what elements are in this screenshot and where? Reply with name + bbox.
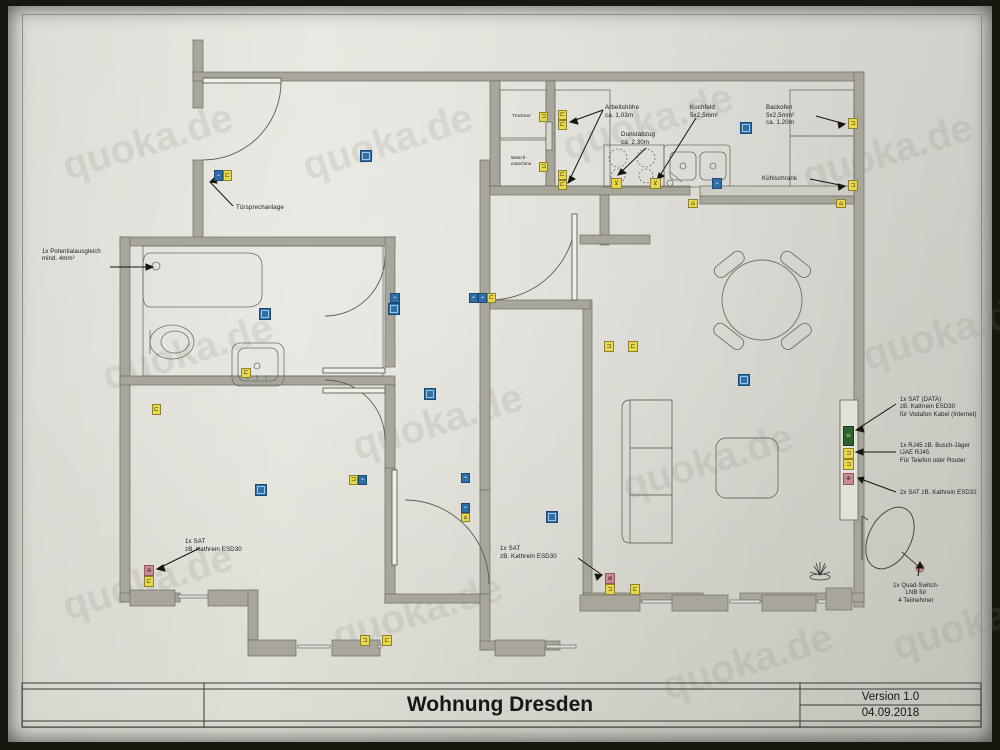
annotation-potentialausgleich: 1x Potentialausgleich mind. 4mm² xyxy=(42,249,101,263)
outlet-marker-icon: ⊏ xyxy=(382,635,392,646)
ceiling-light-icon xyxy=(259,308,271,320)
version-label: Version 1.0 xyxy=(861,691,920,703)
annotation-sat-middle: 1x SAT zB. Kathrein ESD30 xyxy=(500,545,557,560)
wall-group xyxy=(119,39,865,651)
date-label: 04.09.2018 xyxy=(861,707,920,719)
annotation-waschmaschine: Wasch- maschine xyxy=(511,155,532,166)
ceiling-light-icon xyxy=(738,374,750,386)
outlet-marker-icon: ⊐ xyxy=(605,584,615,595)
outlet-marker-icon: ⊻ xyxy=(650,178,661,189)
outlet-marker-icon: ⌁ xyxy=(712,178,722,189)
outlet-marker-icon: ⌁ xyxy=(358,475,367,485)
outlet-marker-icon: ⊐ xyxy=(843,459,854,470)
annotation-backofen: Backofen 5x2,5mm² ca. 1,20m xyxy=(766,104,795,127)
outlet-marker-icon: ⌁ xyxy=(461,503,470,513)
annotation-sat-data: 1x SAT (DATA) zB. Kathrein ESD30 für Vod… xyxy=(900,397,977,418)
annotation-rj45: 1x RJ45 zB. Busch-Jäger IJAE RJ45 Für Te… xyxy=(900,443,970,464)
annotation-arbeitshoehe: Arbeitshöhe ca. 1,03m xyxy=(605,104,640,119)
ceiling-light-icon xyxy=(424,388,436,400)
outlet-marker-icon: ⌁ xyxy=(478,293,487,303)
annotation-sat-left: 1x SAT zB. Kathrein ESD30 xyxy=(185,538,242,553)
page-title: Wohnung Dresden xyxy=(406,693,594,716)
outlet-marker-icon: ⊏ xyxy=(558,180,567,190)
outlet-marker-icon: ⊐ xyxy=(848,118,858,129)
outlet-marker-icon: ⊏ xyxy=(558,110,567,120)
outlet-marker-icon: ⊐ xyxy=(843,448,854,459)
outlet-marker-icon: ⊐ xyxy=(539,112,548,122)
outlet-marker-icon: ⊏ xyxy=(628,341,638,352)
annotation-tuersprechanlage: Türsprechanlage xyxy=(236,204,284,211)
outlet-marker-icon: ⊕ xyxy=(843,473,854,485)
outlet-marker-icon: ⊕ xyxy=(144,565,154,576)
outlet-marker-icon: ⊻ xyxy=(611,178,622,189)
leader-lines xyxy=(110,109,924,581)
outlet-marker-icon: ⊏ xyxy=(241,368,251,378)
ceiling-light-icon xyxy=(255,484,267,496)
door-bath xyxy=(322,255,386,441)
frame-top xyxy=(22,14,982,15)
outlet-marker-icon: ⊏ xyxy=(630,584,640,595)
plant-decoration xyxy=(809,562,831,581)
dining-set xyxy=(713,250,812,351)
outlet-marker-icon: ⊏ xyxy=(558,170,567,180)
outlet-marker-icon: ⌁ xyxy=(461,473,470,483)
ceiling-light-icon xyxy=(546,511,558,523)
frame-right xyxy=(981,14,982,728)
outlet-marker-icon: ⌁ xyxy=(214,170,223,181)
annotation-kochfeld: Kochfeld 5x2,5mm² xyxy=(690,104,719,119)
outlet-marker-icon: ⊐ xyxy=(604,341,614,352)
door-corridor xyxy=(391,469,490,585)
outlet-marker-icon: ⌁ xyxy=(469,293,478,303)
annotation-quad-switch: 1x Quad-Switch- LNB für 4 Teilnehmer xyxy=(893,583,939,604)
window-group xyxy=(129,587,853,657)
outlet-marker-icon: ⌁ xyxy=(390,293,400,303)
door-kitchen xyxy=(489,213,578,301)
title-block-lines xyxy=(21,682,982,728)
outlet-marker-icon: ⊐ xyxy=(349,475,358,485)
living-furniture xyxy=(621,399,859,544)
outlet-marker-icon: ⊏ xyxy=(487,293,496,303)
outlet-marker-icon: ⌂ xyxy=(461,513,470,522)
outlet-marker-icon: ⊐ xyxy=(539,162,548,172)
outlet-marker-icon: ⊏ xyxy=(558,120,567,130)
ceiling-light-icon xyxy=(388,303,400,315)
door-entry xyxy=(202,77,282,161)
outlet-marker-icon: ⌂ xyxy=(836,199,846,208)
annotation-sat-2x: 2x SAT zB. Kathrein ESD32 xyxy=(900,490,977,496)
outlet-marker-icon: ⊐ xyxy=(848,180,858,191)
outlet-marker-icon: ⊕ xyxy=(605,573,615,584)
outlet-marker-icon: ⌂ xyxy=(688,199,698,208)
annotation-kuehlschrank: Kühlschrank xyxy=(762,175,798,182)
annotation-trockner: Trockner xyxy=(512,113,531,118)
outlet-marker-icon: ⊏ xyxy=(144,576,154,587)
kitchen-fixtures xyxy=(554,89,855,197)
thin-lines xyxy=(142,245,384,387)
satellite-dish xyxy=(861,506,919,570)
ceiling-light-icon xyxy=(740,122,752,134)
outlet-marker-icon: ⊐ xyxy=(360,635,370,646)
outlet-marker-icon: ⊏ xyxy=(223,170,232,181)
ceiling-light-icon xyxy=(360,150,372,162)
outlet-marker-icon: ≡ xyxy=(843,426,854,446)
frame-left xyxy=(22,14,23,728)
annotation-dunstabzug: Dunstabzug ca. 2,30m xyxy=(621,131,656,146)
outlet-marker-icon: ⊏ xyxy=(152,404,161,415)
